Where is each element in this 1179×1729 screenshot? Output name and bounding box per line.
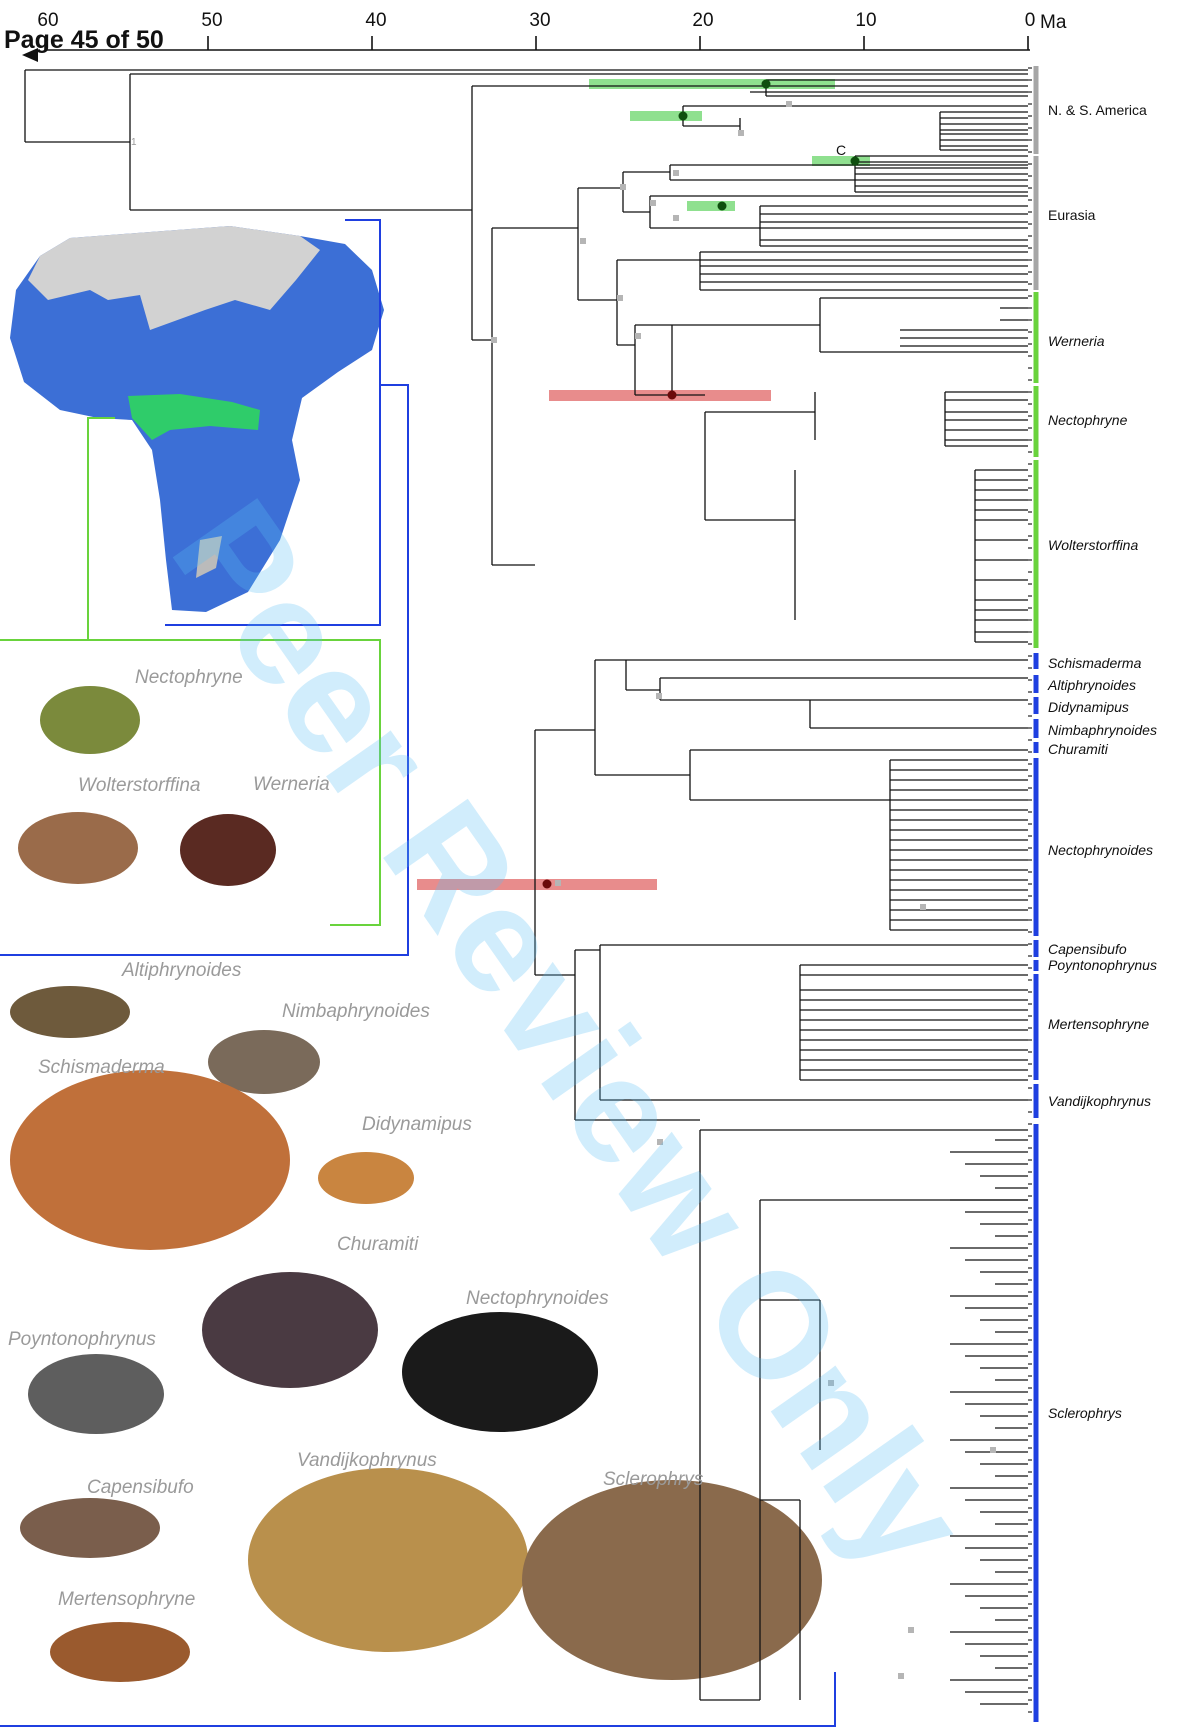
ci-bar-4 xyxy=(687,201,735,211)
clade-label-nsam: N. & S. America xyxy=(1048,102,1147,118)
axis-tick-60: 60 xyxy=(37,10,58,32)
africa-map xyxy=(10,226,384,612)
axis-tick-20: 20 xyxy=(692,10,713,32)
photo-label-capensibufo: Capensibufo xyxy=(87,1477,194,1499)
photo-label-nectophryne: Nectophryne xyxy=(135,667,243,689)
axis-tick-10: 10 xyxy=(855,10,876,32)
clade-label-nectophrynoides: Nectophrynoides xyxy=(1048,842,1153,858)
clade-label-churamiti: Churamiti xyxy=(1048,741,1108,757)
photo-churamiti xyxy=(202,1272,378,1388)
clade-label-werneria: Werneria xyxy=(1048,333,1105,349)
photo-label-churamiti: Churamiti xyxy=(337,1234,418,1256)
ci-bar-2 xyxy=(630,111,702,121)
clade-label-wolterstorffina: Wolterstorffina xyxy=(1048,537,1138,553)
photo-nectophrynoides xyxy=(402,1312,598,1432)
photo-capensibufo xyxy=(20,1498,160,1558)
page-label: Page 45 of 50 xyxy=(4,26,164,55)
clade-label-didynamipus: Didynamipus xyxy=(1048,699,1129,715)
clade-label-mertensophryne: Mertensophryne xyxy=(1048,1016,1149,1032)
photo-label-didynamipus: Didynamipus xyxy=(362,1114,472,1136)
photo-schismaderma xyxy=(10,1070,290,1250)
calibration-label-c: C xyxy=(836,142,846,158)
axis-tick-0: 0 xyxy=(1025,10,1036,32)
photo-vandijkophrynus xyxy=(248,1468,528,1652)
photo-altiphrynoides xyxy=(10,986,130,1038)
photo-label-nectophrynoides: Nectophrynoides xyxy=(466,1288,609,1310)
photo-sclerophrys xyxy=(522,1480,822,1680)
axis-unit: Ma xyxy=(1040,12,1066,34)
photo-label-schismaderma: Schismaderma xyxy=(38,1057,165,1079)
node-dots xyxy=(543,80,860,889)
photo-werneria xyxy=(180,814,276,886)
clade-label-eurasia: Eurasia xyxy=(1048,207,1095,223)
clade-label-vandijkophrynus: Vandijkophrynus xyxy=(1048,1093,1151,1109)
photo-label-mertensophryne: Mertensophryne xyxy=(58,1589,195,1611)
clade-label-capensibufo: Capensibufo xyxy=(1048,941,1127,957)
clade-label-poyntonophrynus: Poyntonophrynus xyxy=(1048,957,1157,973)
axis-tick-50: 50 xyxy=(201,10,222,32)
ci-bar-red-2 xyxy=(417,879,657,890)
photo-poyntonophrynus xyxy=(28,1354,164,1434)
photo-label-nimbaphrynoides: Nimbaphrynoides xyxy=(282,1001,430,1023)
node-dot-1 xyxy=(762,80,771,89)
photo-nectophryne xyxy=(40,686,140,754)
clade-label-nimbaphrynoides: Nimbaphrynoides xyxy=(1048,722,1157,738)
time-axis xyxy=(45,36,1030,50)
photo-didynamipus xyxy=(318,1152,414,1204)
clade-label-nectophryne: Nectophryne xyxy=(1048,412,1127,428)
photo-label-wolterstorffina: Wolterstorffina xyxy=(78,775,200,797)
node-dot-3 xyxy=(851,157,860,166)
axis-tick-30: 30 xyxy=(529,10,550,32)
clade-label-altiphrynoides: Altiphrynoides xyxy=(1048,677,1136,693)
node-dot-red-1 xyxy=(668,391,677,400)
photo-label-vandijkophrynus: Vandijkophrynus xyxy=(297,1450,437,1472)
node-dot-4 xyxy=(718,202,727,211)
tip-marks xyxy=(1028,68,1032,1712)
support-label-one: 1 xyxy=(131,137,137,148)
photo-label-werneria: Werneria xyxy=(253,774,330,796)
node-dot-red-2 xyxy=(543,880,552,889)
clade-label-sclerophrys: Sclerophrys xyxy=(1048,1405,1122,1421)
photo-mertensophryne xyxy=(50,1622,190,1682)
photo-wolterstorffina xyxy=(18,812,138,884)
clade-label-schismaderma: Schismaderma xyxy=(1048,655,1141,671)
axis-tick-40: 40 xyxy=(365,10,386,32)
photo-label-sclerophrys: Sclerophrys xyxy=(603,1469,703,1491)
confidence-bars xyxy=(417,79,870,890)
photo-label-altiphrynoides: Altiphrynoides xyxy=(122,960,241,982)
photo-label-poyntonophrynus: Poyntonophrynus xyxy=(8,1329,156,1351)
node-dot-2 xyxy=(679,112,688,121)
